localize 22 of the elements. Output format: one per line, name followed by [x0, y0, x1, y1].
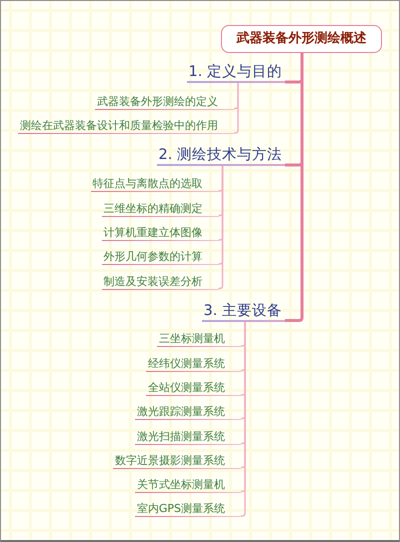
leaf-topic: 武器装备外形测绘的定义: [95, 94, 234, 110]
leaf-topic: 计算机重建立体图像: [102, 226, 218, 241]
branch-topic: 3. 主要设备: [202, 302, 285, 322]
connector-line: [285, 53, 304, 322]
connector-line: [218, 166, 224, 290]
leaf-topic: 关节式坐标测量机: [135, 478, 241, 492]
branch-topic: 1. 定义与目的: [186, 63, 285, 83]
leaf-topic: 经纬仪测量系统: [146, 356, 241, 372]
leaf-topic: 室内GPS测量系统: [134, 502, 241, 517]
leaf-topic: 激光跟踪测量系统: [135, 404, 241, 420]
branch-topic: 2. 测绘技术与方法: [156, 146, 285, 166]
connector-line: [234, 83, 239, 134]
leaf-topic: 外形几何参数的计算: [102, 250, 218, 265]
leaf-topic: 激光扫描测量系统: [135, 430, 241, 444]
root-topic-box: 武器装备外形测绘概述: [221, 25, 382, 53]
leaf-topic: 数字近景摄影测量系统: [113, 454, 241, 468]
leaf-topic: 全站仪测量系统: [146, 381, 241, 396]
leaf-topic: 三坐标测量机: [157, 332, 241, 347]
leaf-topic: 制造及安装误差分析: [102, 274, 218, 290]
leaf-topic: 特征点与离散点的选取: [90, 177, 218, 192]
leaf-topic: 测绘在武器装备设计和质量检验中的作用: [18, 119, 234, 134]
leaf-topic: 三维坐标的精确测定: [102, 202, 218, 216]
